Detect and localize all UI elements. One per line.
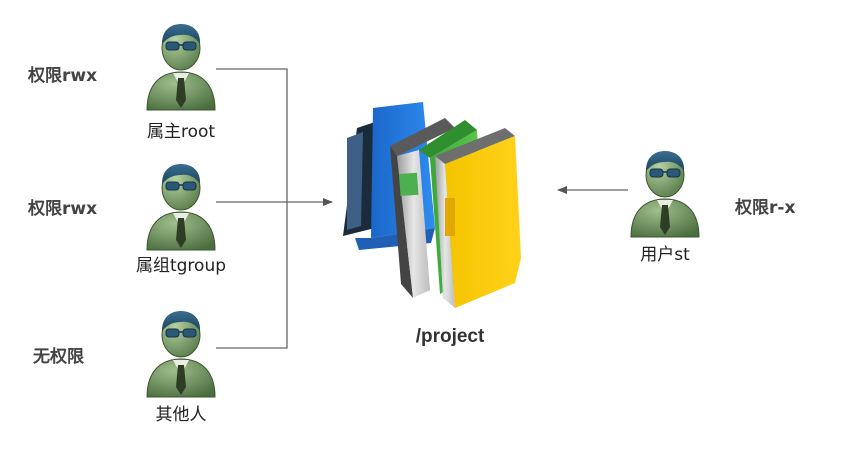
owner-permission: 权限rwx [28,66,98,86]
group-permission: 权限rwx [28,199,98,219]
directory-label: /project [415,326,485,347]
directory-books-icon [343,102,521,308]
owner-label: 属主root [146,122,216,142]
st-permission: 权限r-x [735,198,796,218]
st-label: 用户st [640,245,690,265]
others-permission: 无权限 [33,347,84,367]
others-label: 其他人 [155,405,207,425]
st-person-icon [630,150,700,238]
owner-connector [216,68,288,349]
owner-person-icon [146,23,216,111]
others-person-icon [146,310,216,398]
group-label: 属组tgroup [135,256,227,276]
group-person-icon [146,163,216,251]
